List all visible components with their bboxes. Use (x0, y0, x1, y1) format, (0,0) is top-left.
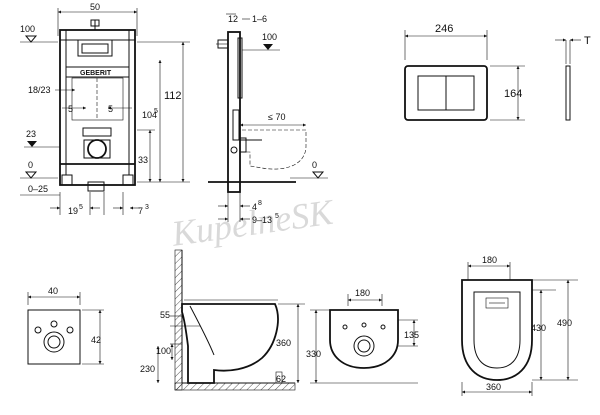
bowl-side-dim-360-label: 360 (276, 338, 291, 348)
frame-bottom-left-label: 19 (68, 206, 78, 216)
bowl-connection-view: 40 42 (27, 286, 104, 365)
bowl-side-dim-62-label: 62 (276, 374, 286, 384)
bowl-top-dim-490-label: 490 (557, 318, 572, 328)
bowl-top-width-label: 180 (482, 255, 497, 265)
side-top-depth-label: 12 (228, 14, 238, 24)
bowl-top-dim-360-label: 360 (486, 382, 501, 392)
connection-width-label: 40 (48, 286, 58, 296)
frame-front-view: 50 GEBERIT 100 18/23 5 (20, 2, 190, 216)
side-level-0-label: 0 (312, 160, 317, 170)
bowl-front-view: 180 135 330 (306, 288, 419, 384)
bowl-side-dim-230-label: 230 (140, 364, 155, 374)
bowl-top-view: 180 430 490 360 (461, 255, 578, 396)
side-level-100-label: 100 (262, 32, 277, 42)
frame-width-label: 50 (90, 2, 100, 12)
side-top-range-label: 1–6 (252, 14, 267, 24)
frame-brand-label: GEBERIT (80, 70, 112, 77)
flush-plate-view: 246 164 T (404, 23, 591, 121)
frame-level-0-label: 0 (28, 160, 33, 170)
frame-floor-range-label: 0–25 (28, 184, 48, 194)
frame-height-104-label: 104 (142, 110, 157, 120)
plate-thickness-label: T (584, 35, 591, 47)
frame-height-33-label: 33 (138, 155, 148, 165)
frame-side-view: 12 1–6 100 ≤ 70 0 4 8 9–13 (208, 13, 328, 225)
side-bottom-b-label: 9–13 (252, 215, 272, 225)
side-bottom-a-label: 4 (252, 202, 257, 212)
frame-bottom-right-label: 7 (138, 206, 143, 216)
side-bottom-b-sup: 5 (275, 213, 279, 220)
plate-height-label: 164 (504, 88, 522, 100)
frame-offset-right-label: 5 (108, 104, 113, 114)
frame-pipe-size-label: 18/23 (28, 85, 51, 95)
bowl-front-width-label: 180 (355, 288, 370, 298)
frame-offset-left-label: 5 (68, 104, 73, 114)
connection-height-label: 42 (91, 335, 101, 345)
plate-width-label: 246 (435, 23, 453, 35)
bowl-side-dim-55-label: 55 (160, 310, 170, 320)
frame-height-104-sup: 5 (154, 108, 158, 115)
bowl-front-dim-330-label: 330 (306, 349, 321, 359)
side-projection-label: ≤ 70 (268, 112, 285, 122)
frame-height-112-label: 112 (164, 90, 182, 102)
frame-level-23-label: 23 (26, 129, 36, 139)
bowl-front-dim-135-label: 135 (404, 330, 419, 340)
bowl-side-view: 55 100 230 360 62 (140, 249, 305, 391)
frame-bottom-left-sup: 5 (79, 204, 83, 211)
bowl-top-dim-430-label: 430 (531, 323, 546, 333)
bowl-side-dim-100-label: 100 (156, 346, 171, 356)
side-bottom-a-sup: 8 (258, 200, 262, 207)
frame-bottom-right-sup: 3 (145, 204, 149, 211)
frame-level-100-label: 100 (20, 24, 35, 34)
